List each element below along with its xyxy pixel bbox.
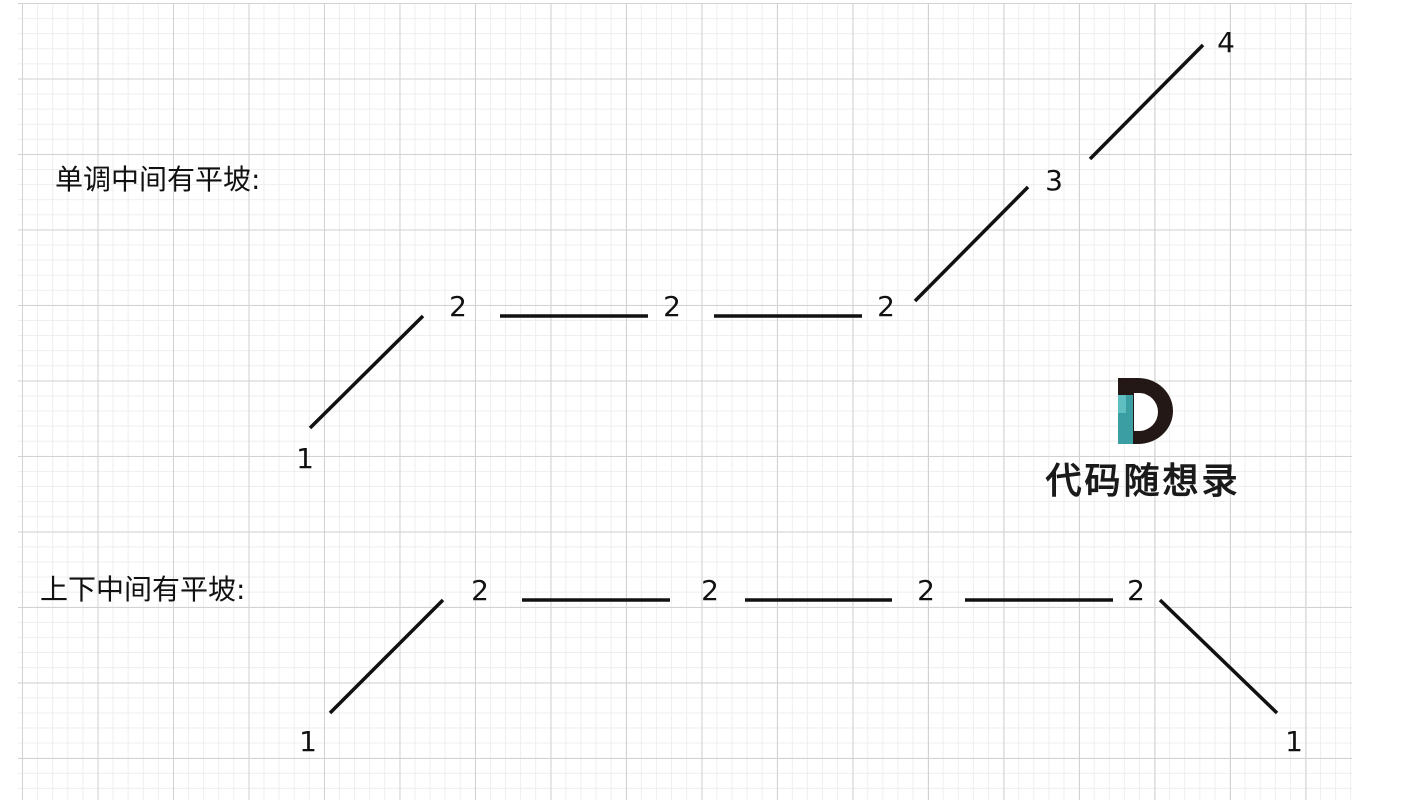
row1-node-1: 1 xyxy=(296,442,314,475)
row1-node-4: 2 xyxy=(877,290,895,323)
row1-edge-2-3 xyxy=(913,185,1030,303)
logo-teal-light-block xyxy=(1118,395,1126,413)
row2-node-3: 2 xyxy=(701,574,719,607)
watermark-logo-mark xyxy=(1118,378,1173,444)
row2-node-5: 2 xyxy=(1127,574,1145,607)
row2-edge-1-2 xyxy=(328,598,445,715)
row1-node-6: 4 xyxy=(1217,26,1235,59)
row1-node-3: 2 xyxy=(663,290,681,323)
row2-edge-2-1 xyxy=(1158,598,1279,715)
row2-title: 上下中间有平坡: xyxy=(40,573,246,606)
row2-node-6: 1 xyxy=(1285,725,1303,758)
row1-edge-1-2 xyxy=(308,314,425,430)
row1-edge-3-4 xyxy=(1088,43,1205,161)
watermark-text: 代码随想录 xyxy=(1045,460,1241,502)
row2-node-1: 1 xyxy=(299,725,317,758)
row1-node-5: 3 xyxy=(1045,164,1063,197)
row2-node-4: 2 xyxy=(917,574,935,607)
row1-node-2: 2 xyxy=(449,290,467,323)
logo-d-counter xyxy=(1134,393,1158,431)
row1-title: 单调中间有平坡: xyxy=(55,163,261,196)
row2-node-2: 2 xyxy=(471,574,489,607)
